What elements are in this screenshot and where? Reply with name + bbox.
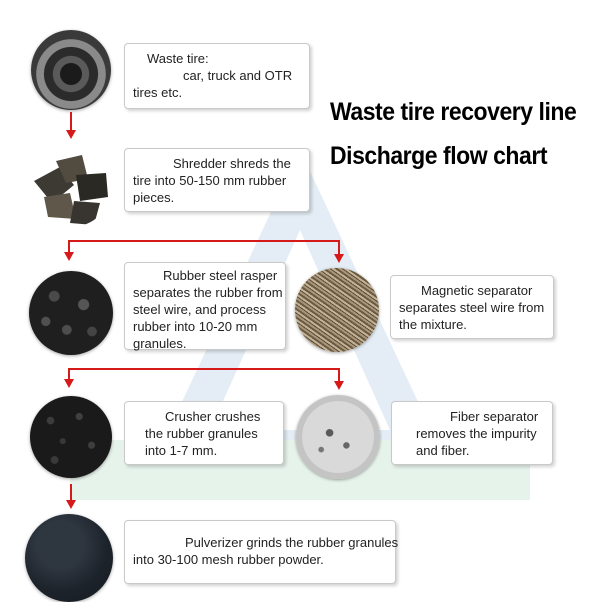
step-text-line: tire into 50-150 mm rubber [133,173,287,188]
step-magnetic-separator-box: Magnetic separator separates steel wire … [390,275,554,339]
step-text-line: car, truck and OTR [183,68,293,83]
step-text-line: Fiber separator [450,409,539,424]
step-text-line: tires etc. [133,85,183,100]
step-text-line: pieces. [133,190,175,205]
flow-arrow-head [334,254,344,263]
flow-arrow-head [334,381,344,390]
flow-arrow-line [68,368,70,381]
step-text-line: Shredder shreds the [173,156,291,171]
step-fiber-separator-box: Fiber separator removes the impurity and… [391,401,553,465]
step-text-line: into 30-100 mesh rubber powder. [133,552,324,567]
flow-arrow-line [68,240,70,254]
step-shredder-box: Shredder shreds the tire into 50-150 mm … [124,148,310,212]
step-text-line: the rubber granules [145,426,258,441]
step-text-line: separates steel wire from [399,300,545,315]
step-waste-tire-box: Waste tire: car, truck and OTR tires etc… [124,43,310,109]
rubber-granules-icon [29,271,113,355]
flow-arrow-line [70,112,72,132]
step-pulverizer-box: Pulverizer grinds the rubber granules in… [124,520,399,584]
step-text-line: into 1-7 mm. [145,443,218,458]
rubber-powder-icon [25,514,113,602]
step-text-line: separates the rubber from [133,285,283,300]
step-text-line: granules. [133,336,187,351]
fiber-icon [296,395,380,479]
step-text-line: rubber into 10-20 mm [133,319,258,334]
step-rasper-box: Rubber steel rasper separates the rubber… [124,262,286,351]
step-text-line: removes the impurity [416,426,537,441]
step-crusher-box: Crusher crushes the rubber granules into… [124,401,284,465]
flow-arrow-head [64,379,74,388]
step-text-line: the mixture. [399,317,467,332]
flow-arrow-line [338,240,340,256]
flow-arrow-head [64,252,74,261]
step-text-line: Pulverizer grinds the rubber granules [185,535,399,550]
rubber-crumb-icon [30,396,112,478]
steel-wire-icon [295,268,379,352]
flow-arrow-head [66,130,76,139]
flow-arrow-line [68,240,340,242]
step-text-line: Magnetic separator [421,283,533,298]
step-text-line: steel wire, and process [133,302,266,317]
flow-arrow-line [68,368,340,370]
step-text-line: Crusher crushes [165,409,261,424]
shredded-rubber-icon [30,145,112,227]
step-text-line: Rubber steel rasper [163,268,278,283]
step-text-line: and fiber. [416,443,470,458]
chart-title-line1: Waste tire recovery line [330,98,577,126]
step-text-line: Waste tire: [147,51,209,66]
flow-arrow-line [338,368,340,383]
tire-icon [31,30,111,110]
flow-arrow-line [70,484,72,502]
flow-arrow-head [66,500,76,509]
chart-title-line2: Discharge flow chart [330,142,548,170]
